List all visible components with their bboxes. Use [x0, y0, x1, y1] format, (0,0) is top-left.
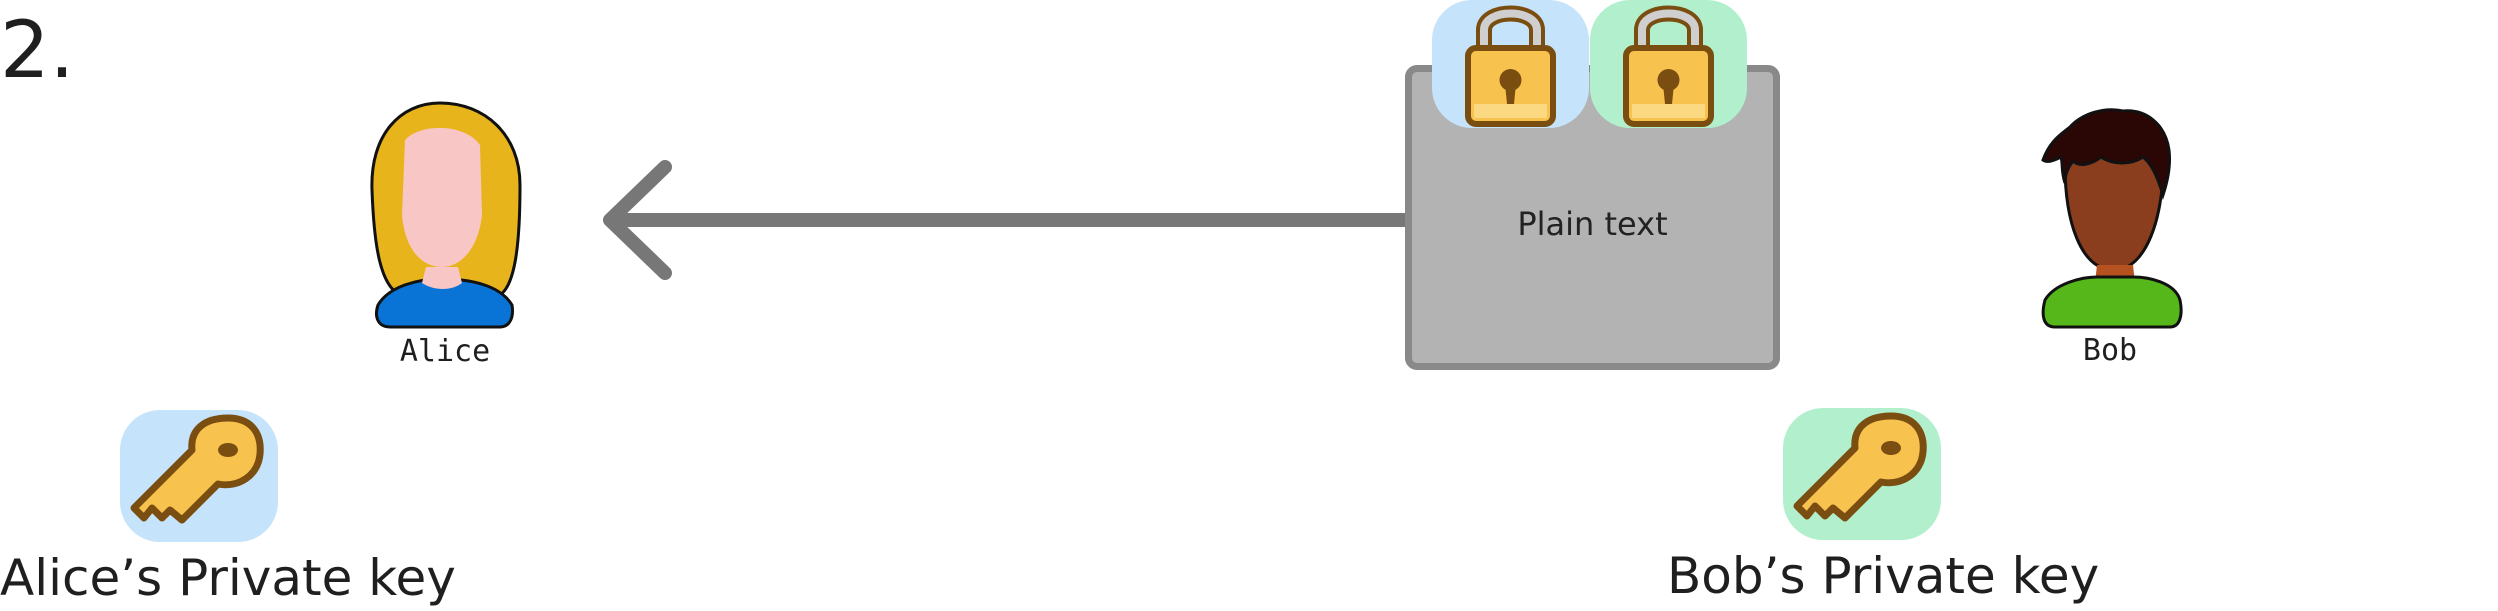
padlock-icon: [1465, 5, 1556, 127]
alice-key-badge: [120, 410, 278, 542]
bob-avatar-icon: [2041, 108, 2183, 329]
message-box-text: Plain text: [1517, 205, 1668, 243]
alice-lock-badge: [1432, 0, 1589, 128]
bob-lock-badge: [1590, 0, 1747, 128]
padlock-icon: [1623, 5, 1714, 127]
bob-key-caption: Bob’s Private key: [1667, 547, 2100, 605]
key-icon: [130, 414, 264, 524]
alice-key-caption: Alice’s Private key: [0, 549, 456, 607]
arrow-left-icon: [603, 160, 1410, 280]
alice-avatar-icon: [370, 101, 522, 329]
bob-name: Bob: [2082, 333, 2138, 368]
alice-name: Alice: [399, 334, 491, 369]
bob-key-badge: [1783, 408, 1941, 540]
key-icon: [1793, 412, 1927, 522]
step-label: 2.: [0, 6, 75, 96]
